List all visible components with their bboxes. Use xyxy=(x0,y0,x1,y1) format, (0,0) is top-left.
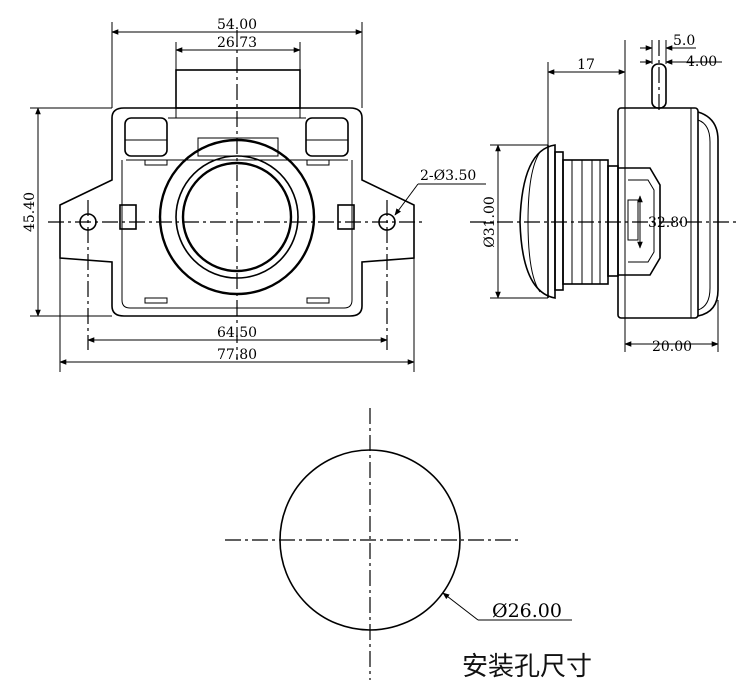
dim-body-len-2000: 20.00 xyxy=(652,339,692,355)
dim-button-2673: 26.73 xyxy=(217,35,257,51)
dim-side-17: 17 xyxy=(577,57,595,73)
side-view: 5.0 4.00 17 Ø31.00 32.80 20.00 xyxy=(470,33,738,355)
dim-head-dia-3100: Ø31.00 xyxy=(482,196,498,248)
dim-hole-spacing-6450: 64.50 xyxy=(217,325,257,341)
front-view: 54.00 26.73 45.40 2-Ø3.50 64.50 77.80 xyxy=(22,17,486,372)
dim-height-4540: 45.40 xyxy=(22,192,38,232)
dim-side-5: 5.0 xyxy=(673,33,695,49)
dim-side-4: 4.00 xyxy=(686,54,717,70)
dim-thread-3280: 32.80 xyxy=(648,215,688,231)
dim-holes-350: 2-Ø3.50 xyxy=(420,168,476,184)
cutout-view: Ø26.00 安装孔尺寸 xyxy=(225,408,592,682)
dim-width-54: 54.00 xyxy=(217,17,257,33)
dim-overall-width-7780: 77.80 xyxy=(217,347,257,363)
dim-hole-dia-2600: Ø26.00 xyxy=(492,600,562,622)
cutout-caption: 安装孔尺寸 xyxy=(462,652,592,682)
